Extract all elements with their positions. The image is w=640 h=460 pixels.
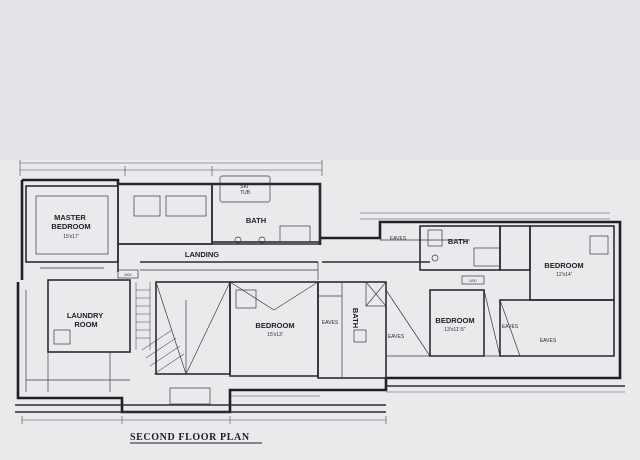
- center-bath-walls: [317, 281, 387, 379]
- eaves-label-4: EAVES: [502, 324, 519, 330]
- top-dimension-lines: [19, 160, 610, 220]
- eaves-label-2: EAVES: [322, 320, 339, 326]
- master-bedroom-size: 15'x17': [63, 234, 79, 240]
- bottom-dimension-lines: [21, 391, 625, 424]
- eaves-label-3: EAVES: [388, 334, 405, 340]
- right-bath-label: BATH: [448, 237, 468, 246]
- mid-bedroom-size: 13'x11'-5": [444, 327, 466, 333]
- laundry-label-line2: ROOM: [74, 320, 97, 329]
- right-wing-walls: [419, 225, 615, 301]
- tag-b: 5/00: [470, 279, 477, 283]
- room-labels: MASTER BEDROOM 15'x17' BATH SKI TUB LAND…: [51, 184, 583, 344]
- mid-bedroom-label: BEDROOM: [435, 316, 474, 325]
- right-bedroom-label: BEDROOM: [544, 261, 583, 270]
- tag-a-box: [117, 269, 139, 279]
- right-bedroom-size: 12'x14': [556, 272, 572, 278]
- tub-label-line2: TUB: [240, 190, 251, 196]
- tub-label-line1: SKI: [240, 184, 248, 190]
- landing-label: LANDING: [185, 250, 219, 259]
- eaves-label-1: EAVES: [390, 236, 407, 242]
- center-bath-label: BATH: [351, 308, 360, 328]
- center-bedroom-label: BEDROOM: [255, 321, 294, 330]
- laundry-label-line1: LAUNDRY: [67, 311, 103, 320]
- master-bedroom-label-line2: BEDROOM: [51, 222, 90, 231]
- bath-master-label: BATH: [246, 216, 266, 225]
- master-bedroom-label-line1: MASTER: [54, 213, 86, 222]
- tag-a: 5/00: [125, 273, 132, 277]
- tag-b-box: [461, 275, 485, 285]
- tub-label: SKI TUB: [240, 184, 251, 196]
- master-bedroom-label: MASTER BEDROOM: [51, 213, 90, 231]
- laundry-room-walls: [25, 279, 131, 392]
- laundry-label: LAUNDRY ROOM: [67, 311, 105, 329]
- mid-right-bedroom-walls: [385, 289, 615, 357]
- landing-area: [117, 239, 470, 280]
- plan-title: SECOND FLOOR PLAN: [130, 432, 250, 443]
- master-bath-walls: [117, 175, 321, 245]
- stair-hatching: [135, 282, 185, 375]
- center-bedroom-size: 15'x13': [267, 332, 283, 338]
- eaves-label-5: EAVES: [540, 338, 557, 344]
